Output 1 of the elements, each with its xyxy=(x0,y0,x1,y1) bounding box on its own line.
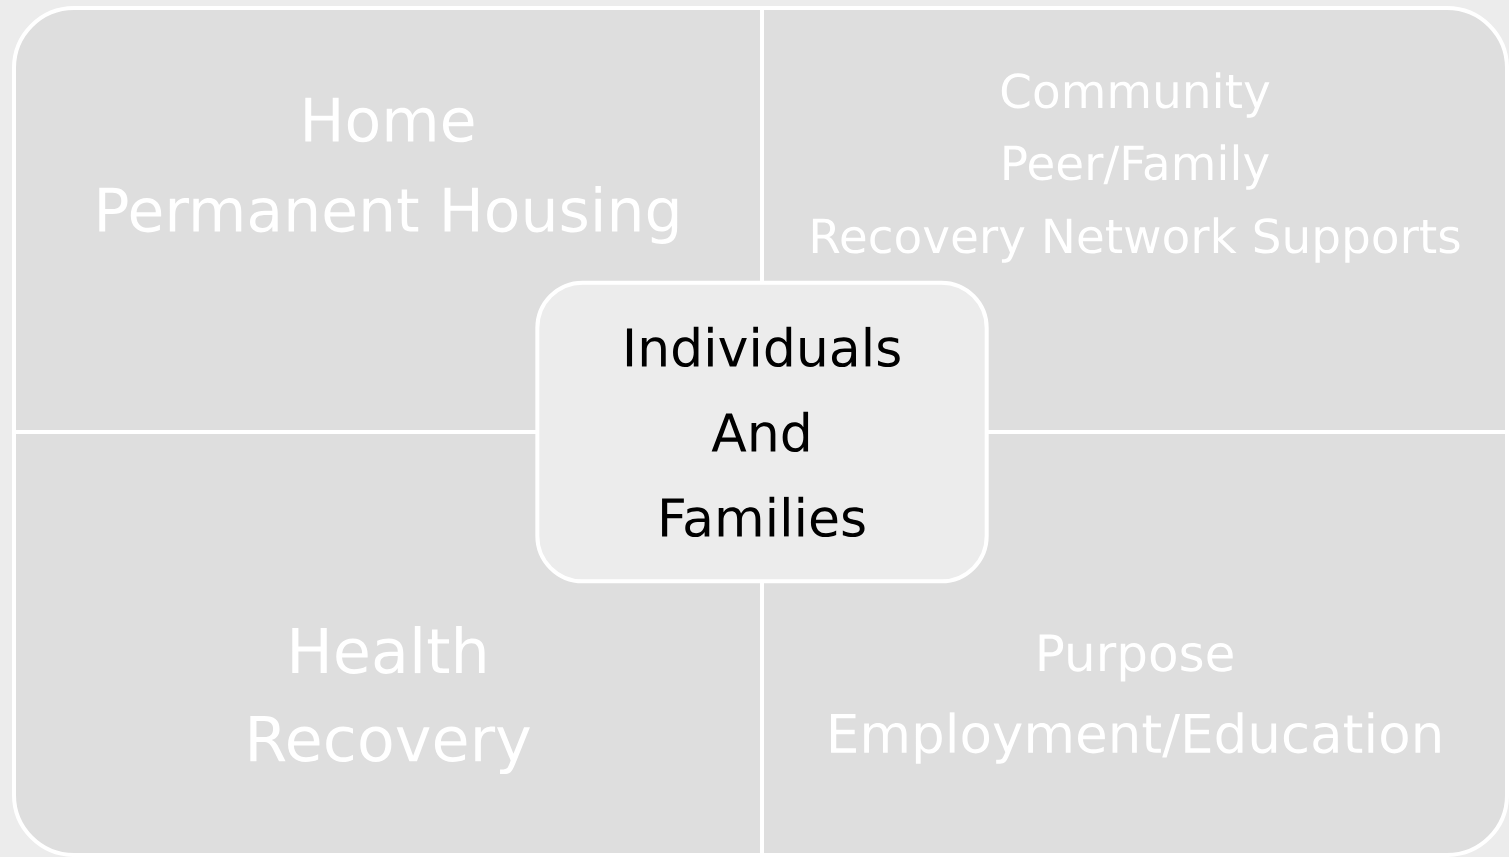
center-box: Individuals And Families xyxy=(535,280,989,584)
